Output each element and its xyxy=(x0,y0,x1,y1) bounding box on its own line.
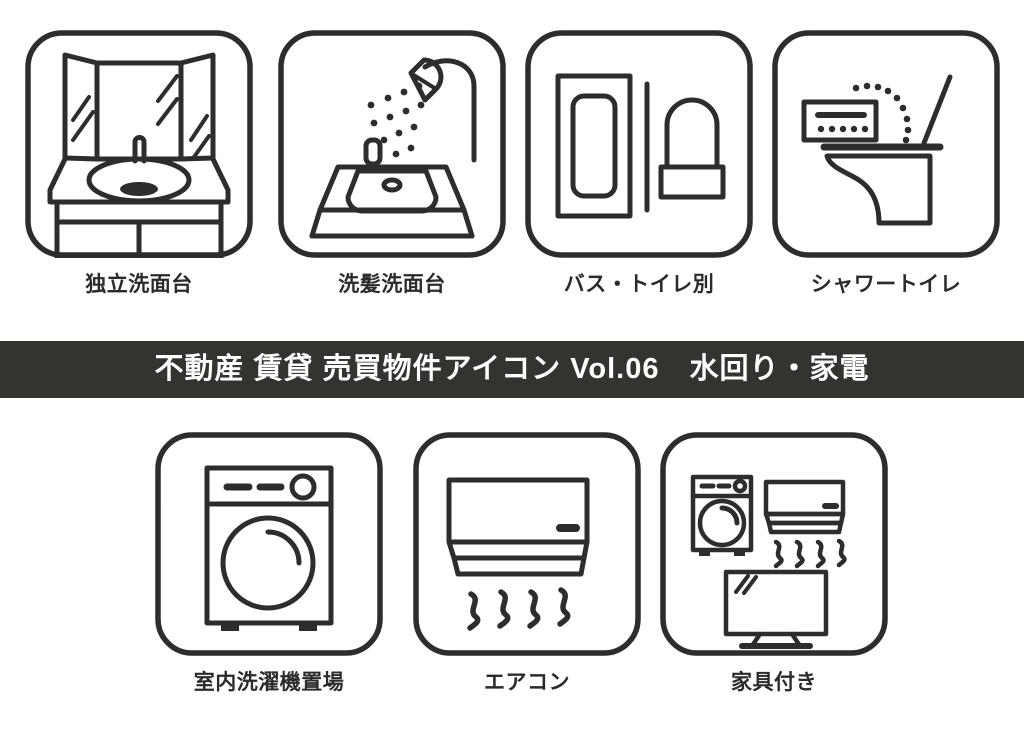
shampoo-washbasin-shower-icon xyxy=(309,57,477,239)
icon-caption-furnished: 家具付き xyxy=(731,671,817,694)
section-banner: 不動産 賃貸 売買物件アイコン Vol.06 水回り・家電 xyxy=(0,341,1024,398)
icon-caption-shampoo-washbasin: 洗髪洗面台 xyxy=(338,273,446,296)
air-conditioner-icon xyxy=(446,477,590,631)
washing-machine-icon xyxy=(204,465,334,631)
furnished-appliances-icon xyxy=(690,474,847,649)
icon-card-washing-machine[interactable] xyxy=(155,432,383,656)
separate-bath-toilet-icon xyxy=(555,73,726,219)
icon-card-air-conditioner[interactable] xyxy=(413,432,641,656)
icon-card-shampoo-washbasin[interactable] xyxy=(278,30,506,258)
card-frame xyxy=(155,432,383,656)
icon-card-washlet-toilet[interactable] xyxy=(772,30,1000,258)
icon-caption-vanity: 独立洗面台 xyxy=(85,273,193,296)
icon-card-separate-bath-toilet[interactable] xyxy=(525,30,753,258)
icon-caption-air-conditioner: エアコン xyxy=(484,671,570,694)
icon-caption-washing-machine: 室内洗濯機置場 xyxy=(193,671,345,694)
card-frame xyxy=(278,30,506,258)
card-frame xyxy=(660,432,888,656)
banner-title: 不動産 賃貸 売買物件アイコン Vol.06 水回り・家電 xyxy=(154,353,870,385)
vanity-mirror-washbasin-icon xyxy=(47,52,231,258)
icon-caption-separate-bath-toilet: バス・トイレ別 xyxy=(563,273,715,296)
washlet-shower-toilet-icon xyxy=(801,74,953,226)
icon-caption-washlet-toilet: シャワートイレ xyxy=(810,273,962,296)
icon-card-vanity-mirror-washbasin[interactable] xyxy=(25,30,253,258)
icon-card-furnished[interactable] xyxy=(660,432,888,656)
